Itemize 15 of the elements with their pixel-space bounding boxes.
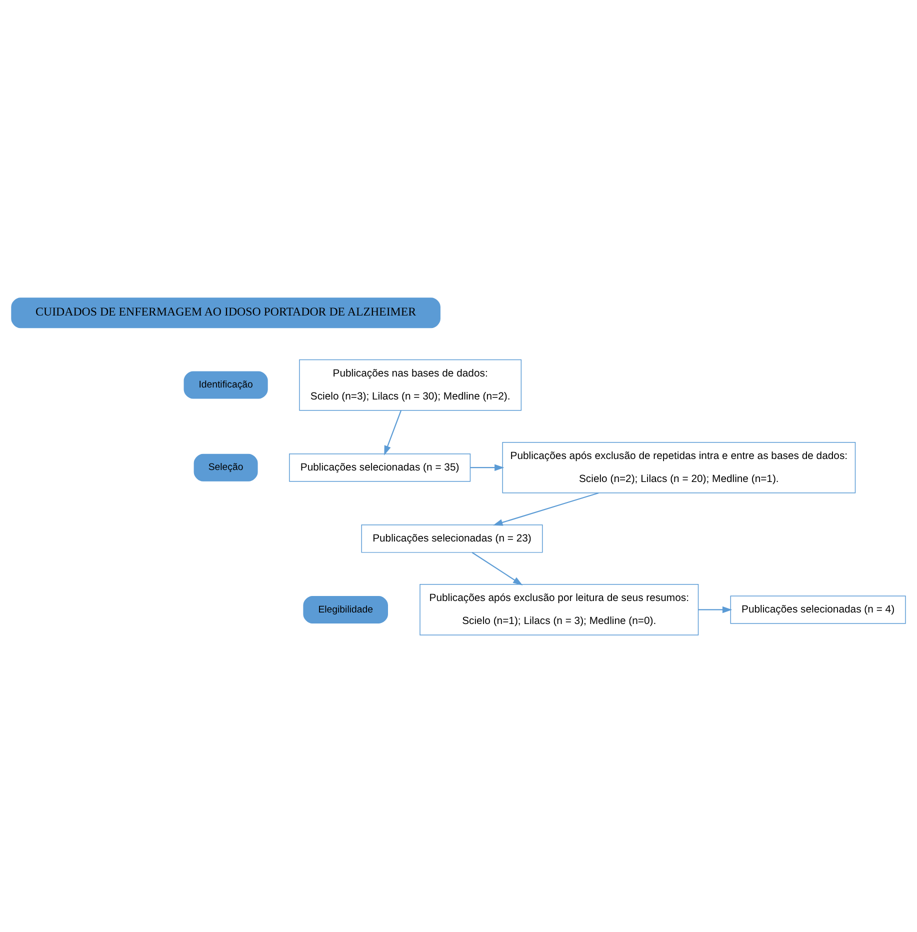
node-box: Publicações após exclusão de repetidas intra e entre as bases de dados: Scielo (n=2); Lilacs (n = 20); Medline (n=1). xyxy=(502,441,856,493)
node-box: Publicações após exclusão por leitura de seus resumos: Scielo (n=1); Lilacs (n = 3); Medline (n=0). xyxy=(420,584,699,635)
node-box: CUIDADOS DE ENFERMAGEM AO IDOSO PORTADOR DE ALZHEIMER xyxy=(11,297,440,328)
arrow xyxy=(493,492,599,526)
node-box: Identificação xyxy=(184,370,268,398)
arrow xyxy=(472,552,523,585)
arrow xyxy=(698,606,732,613)
node-box: Publicações selecionadas (n = 4) xyxy=(730,595,906,624)
node-box: Elegibilidade xyxy=(303,595,388,623)
node-box: Publicações selecionadas (n = 35) xyxy=(289,452,471,482)
node-box: Publicações selecionadas (n = 23) xyxy=(361,524,543,552)
node-box: Seleção xyxy=(194,453,258,481)
arrow xyxy=(384,410,402,455)
node-box: Publicações nas bases de dados: Scielo (n=3); Lilacs (n = 30); Medline (n=2). xyxy=(299,358,522,410)
arrow xyxy=(470,464,504,470)
